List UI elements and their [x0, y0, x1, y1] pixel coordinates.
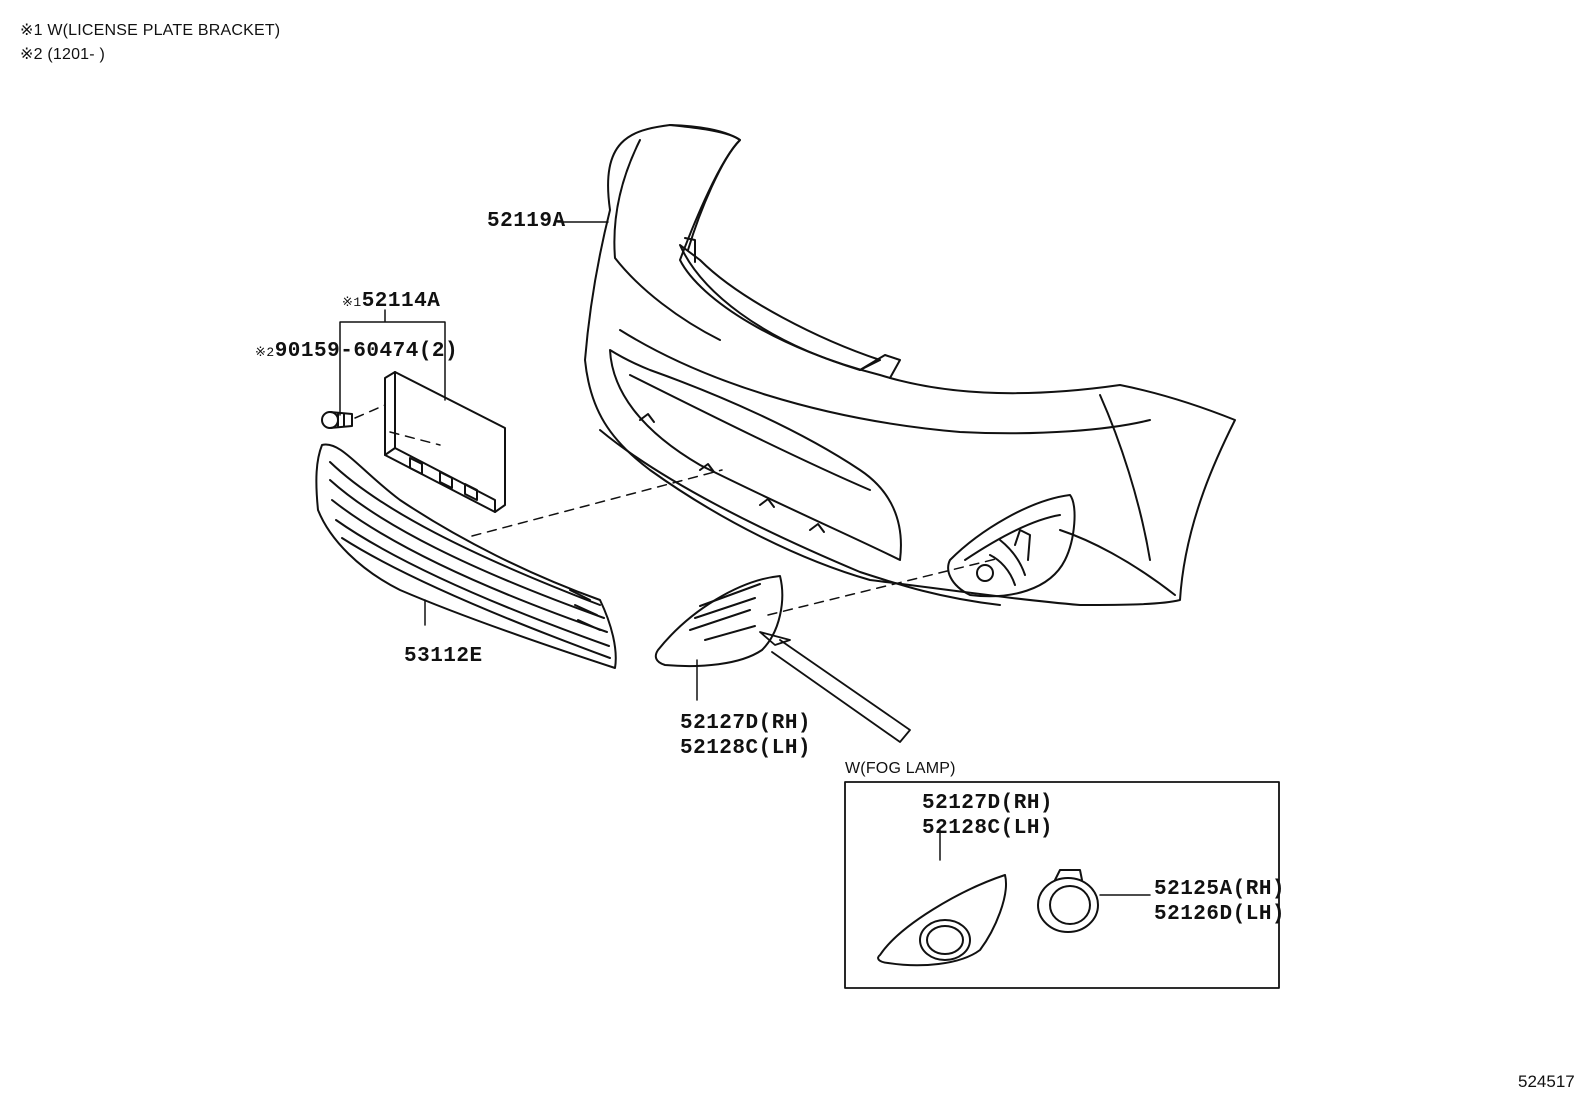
lower-grille-drawing [315, 443, 617, 669]
fog-box-label-cover-rh[interactable]: 52127D(RH) [922, 792, 1054, 815]
fog-lamp-drawing [1037, 869, 1099, 933]
assembly-lines [354, 404, 1001, 616]
fog-lamp-cover-drawing [877, 874, 1007, 967]
fog-box-label-lamp-rh[interactable]: 52125A(RH) [1154, 878, 1286, 901]
pointer-arrow [759, 631, 911, 743]
fog-lamp-box-title: W(FOG LAMP) [845, 760, 956, 777]
leader-lines [339, 221, 1151, 896]
note-license-plate-bracket: ※1 W(LICENSE PLATE BRACKET) [20, 22, 281, 39]
bumper-side-cover-drawing [654, 575, 784, 668]
label-plate-bracket-mark: ※1 [342, 295, 362, 310]
fog-lamp-box-frame [844, 781, 1280, 989]
label-bolt[interactable]: ※290159-60474(2) [255, 340, 458, 363]
license-plate-bracket-drawing [384, 371, 506, 513]
fog-box-label-cover-lh[interactable]: 52128C(LH) [922, 817, 1054, 840]
label-cover-lh[interactable]: 52128C(LH) [680, 737, 812, 760]
note-date-range: ※2 (1201- ) [20, 46, 105, 63]
label-license-plate-bracket[interactable]: ※152114A [342, 290, 440, 313]
label-bolt-mark: ※2 [255, 345, 275, 360]
label-plate-bracket-number: 52114A [361, 290, 441, 313]
bumper-cover-drawing [584, 124, 1236, 606]
catalog-id: 524517 [1518, 1072, 1575, 1091]
label-cover-rh[interactable]: 52127D(RH) [680, 712, 812, 735]
label-bolt-number: 90159-60474(2) [274, 340, 459, 363]
label-lower-grille[interactable]: 53112E [404, 645, 483, 668]
label-bumper-cover[interactable]: 52119A [487, 210, 566, 233]
fog-box-label-lamp-lh[interactable]: 52126D(LH) [1154, 903, 1286, 926]
bolt-drawing [321, 411, 353, 429]
